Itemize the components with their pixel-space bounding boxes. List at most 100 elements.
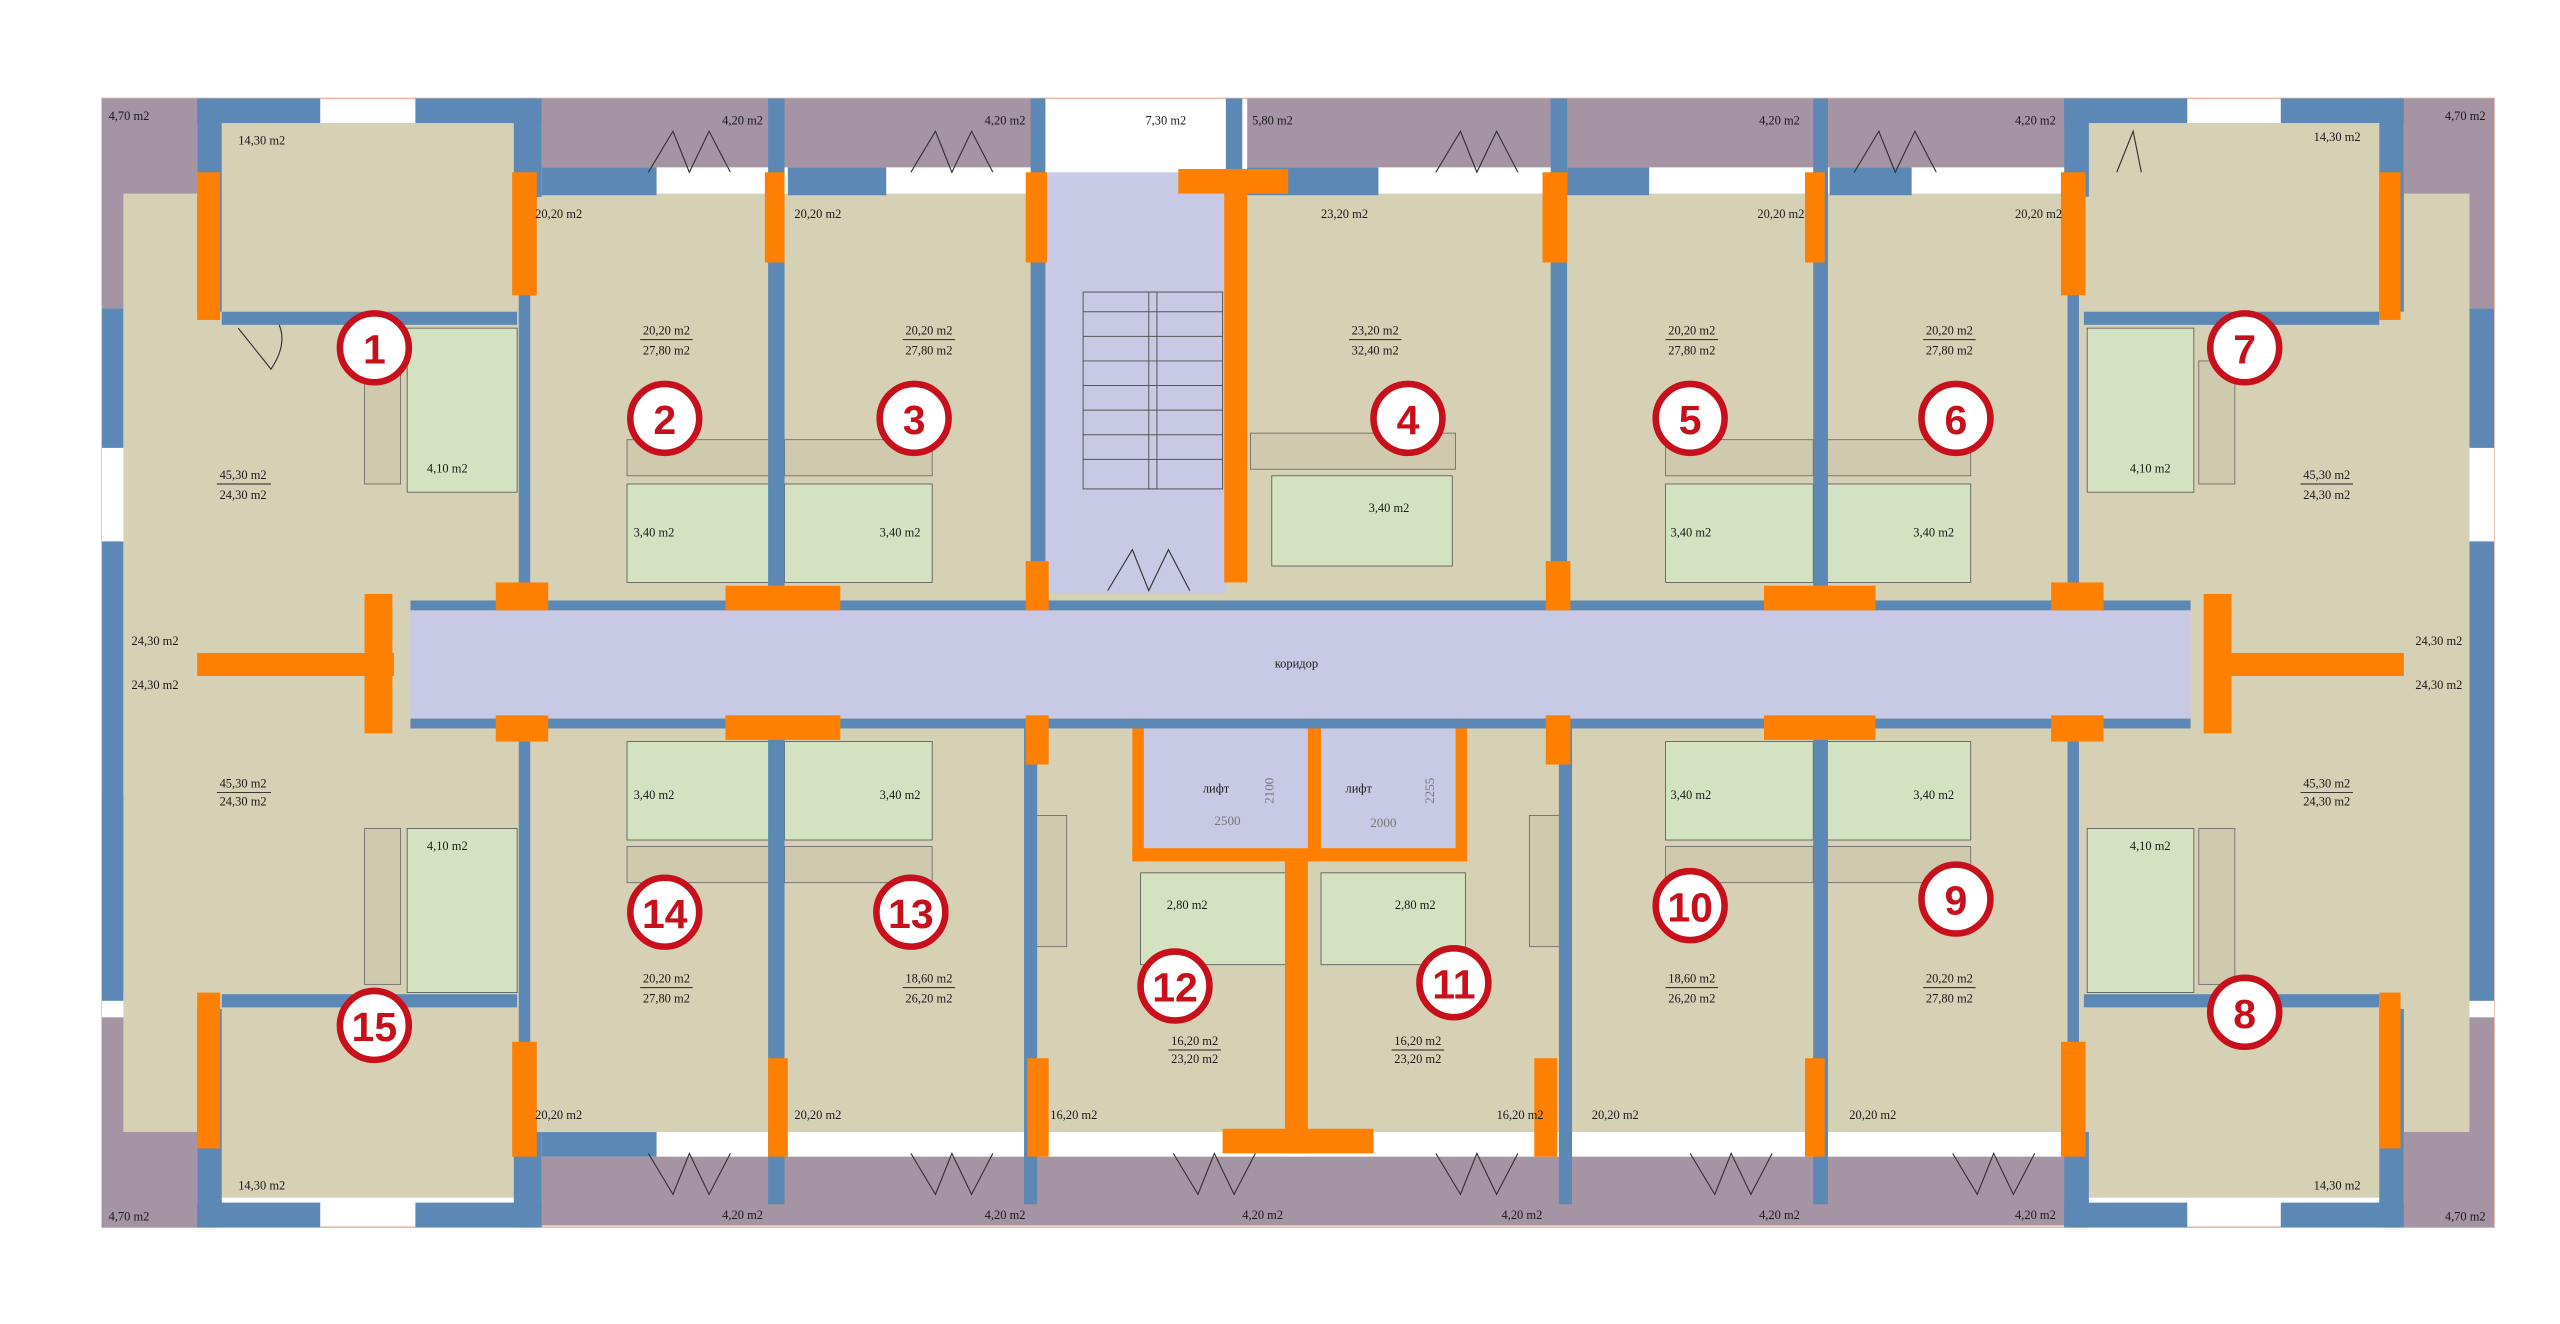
- apartment-badge-10[interactable]: 10: [1652, 867, 1728, 944]
- balcony-area: 4,20 m2: [1759, 1208, 1800, 1222]
- top-room-labels: 14,30 m2 14,30 m2 20,20 m2 20,20 m2 23,2…: [238, 130, 2360, 221]
- apartment-living-area: 26,20 m2: [1668, 991, 1715, 1005]
- apartment-total-area: 16,20 m2: [1171, 1034, 1218, 1048]
- svg-text:4: 4: [1397, 397, 1420, 443]
- apartment-badge-1[interactable]: 1: [336, 310, 413, 386]
- apartment-badge-7[interactable]: 7: [2206, 310, 2283, 386]
- room-area: 14,30 m2: [238, 1178, 285, 1192]
- balcony-area: 4,70 m2: [2445, 1210, 2486, 1224]
- bathroom-area: 4,10 m2: [427, 462, 468, 476]
- corridor: [410, 610, 2191, 719]
- svg-text:12: 12: [1152, 965, 1198, 1011]
- bathroom-area: 3,40 m2: [634, 788, 675, 802]
- svg-text:8: 8: [2233, 991, 2256, 1037]
- apartment-living-area: 27,80 m2: [643, 343, 690, 357]
- room-area: 16,20 m2: [1050, 1108, 1097, 1122]
- balcony-area: 4,20 m2: [2015, 114, 2056, 128]
- apartment-badge-14[interactable]: 14: [627, 874, 703, 950]
- lift-1-depth: 2100: [1261, 777, 1276, 804]
- apartment-badge-4[interactable]: 4: [1370, 380, 1446, 457]
- apartment-badge-3[interactable]: 3: [876, 380, 952, 457]
- apartment-badge-13[interactable]: 13: [873, 874, 949, 950]
- room-area: 24,30 m2: [2415, 634, 2462, 648]
- top-wet-room-labels: 4,10 m2 3,40 m2 3,40 m2 3,40 m2 3,40 m2 …: [427, 462, 2171, 540]
- bathroom-area: 3,40 m2: [880, 525, 921, 539]
- svg-text:9: 9: [1945, 878, 1968, 924]
- bathroom-area: 4,10 m2: [2130, 462, 2171, 476]
- room-area: 20,20 m2: [1592, 1108, 1639, 1122]
- bottom-wet-room-labels: 4,10 m2 3,40 m2 3,40 m2 2,80 m2 2,80 m2 …: [427, 788, 2171, 912]
- apartment-living-area: 24,30 m2: [2303, 488, 2350, 502]
- apartment-total-area: 45,30 m2: [220, 777, 267, 791]
- svg-text:7: 7: [2233, 326, 2256, 372]
- room-area: 20,20 m2: [535, 207, 582, 221]
- apartment-total-area: 18,60 m2: [905, 972, 952, 986]
- apartment-total-area: 20,20 m2: [643, 972, 690, 986]
- balcony-area: 4,20 m2: [1501, 1208, 1542, 1222]
- svg-text:10: 10: [1667, 884, 1713, 930]
- balcony-area: 4,20 m2: [722, 114, 763, 128]
- apartment-badge-12[interactable]: 12: [1137, 948, 1213, 1024]
- svg-text:13: 13: [888, 891, 934, 937]
- apartment-total-area: 20,20 m2: [1926, 972, 1973, 986]
- bathroom-area: 3,40 m2: [1670, 788, 1711, 802]
- corridor-side-labels: 24,30 m2 24,30 m2 24,30 m2 24,30 m2: [132, 634, 2463, 692]
- svg-text:3: 3: [903, 397, 926, 443]
- svg-text:14: 14: [642, 891, 688, 937]
- svg-text:1: 1: [363, 326, 386, 372]
- svg-text:2: 2: [653, 397, 676, 443]
- balcony-area: 4,20 m2: [1759, 114, 1800, 128]
- apartment-badge-6[interactable]: 6: [1918, 380, 1994, 457]
- apartment-badge-5[interactable]: 5: [1652, 380, 1728, 457]
- apartment-total-area: 16,20 m2: [1394, 1034, 1441, 1048]
- doors: [237, 129, 2142, 1196]
- balcony-area: 5,80 m2: [1252, 114, 1293, 128]
- stairs: [1082, 291, 1224, 490]
- apartment-total-area: 18,60 m2: [1668, 972, 1715, 986]
- balcony-area: 4,20 m2: [722, 1208, 763, 1222]
- room-area: 14,30 m2: [2314, 1178, 2361, 1192]
- room-area: 20,20 m2: [794, 207, 841, 221]
- room-area: 23,20 m2: [1321, 207, 1368, 221]
- bathroom-area: 4,10 m2: [427, 839, 468, 853]
- bathroom-area: 3,40 m2: [1369, 501, 1410, 515]
- apartment-badge-15[interactable]: 15: [336, 987, 413, 1064]
- balcony-area: 4,70 m2: [109, 1210, 150, 1224]
- bathroom-area: 3,40 m2: [1913, 788, 1954, 802]
- svg-text:6: 6: [1945, 397, 1968, 443]
- apartment-living-area: 24,30 m2: [220, 488, 267, 502]
- lift-shafts: [1132, 718, 1468, 862]
- apartment-total-area: 20,20 m2: [1926, 324, 1973, 338]
- room-area: 24,30 m2: [132, 634, 179, 648]
- lift-2-width: 2000: [1370, 815, 1397, 830]
- apartment-badge-11[interactable]: 11: [1416, 945, 1492, 1021]
- bottom-room-labels: 20,20 m2 20,20 m2 16,20 m2 16,20 m2 20,2…: [238, 1108, 2360, 1193]
- apartment-total-area: 45,30 m2: [220, 468, 267, 482]
- bottom-apartment-areas: 45,30 m2 24,30 m2 20,20 m2 27,80 m2 18,6…: [216, 777, 2353, 1066]
- apartment-living-area: 24,30 m2: [220, 795, 267, 809]
- bottom-balcony-labels: 4,70 m2 4,20 m2 4,20 m2 4,20 m2 4,20 m2 …: [109, 1208, 2486, 1224]
- apartment-badge-2[interactable]: 2: [627, 380, 703, 457]
- apartment-total-area: 20,20 m2: [905, 324, 952, 338]
- room-area: 24,30 m2: [2415, 678, 2462, 692]
- bathroom-area: 4,10 m2: [2130, 839, 2171, 853]
- lift-1: лифт 2500 2100: [1203, 777, 1277, 828]
- room-area: 16,20 m2: [1497, 1108, 1544, 1122]
- apartment-total-area: 20,20 m2: [1668, 324, 1715, 338]
- bathroom-area: 3,40 m2: [880, 788, 921, 802]
- balcony-area: 4,20 m2: [985, 114, 1026, 128]
- apartment-living-area: 27,80 m2: [1668, 343, 1715, 357]
- balcony-area: 4,70 m2: [109, 109, 150, 123]
- svg-text:11: 11: [1432, 961, 1475, 1007]
- apartment-total-area: 20,20 m2: [643, 324, 690, 338]
- bathroom-area: 2,80 m2: [1167, 898, 1208, 912]
- apartment-badge-8[interactable]: 8: [2206, 974, 2283, 1051]
- apartment-badge-9[interactable]: 9: [1918, 861, 1994, 937]
- apartment-living-area: 23,20 m2: [1171, 1052, 1218, 1066]
- top-apartment-areas: 45,30 m2 24,30 m2 20,20 m2 27,80 m2 20,2…: [216, 324, 2353, 502]
- lift-2-depth: 2255: [1422, 777, 1437, 804]
- balcony-area: 4,20 m2: [2015, 1208, 2056, 1222]
- top-balcony-labels: 4,70 m2 4,20 m2 4,20 m2 7,30 m2 5,80 m2 …: [109, 109, 2486, 128]
- room-area: 20,20 m2: [535, 1108, 582, 1122]
